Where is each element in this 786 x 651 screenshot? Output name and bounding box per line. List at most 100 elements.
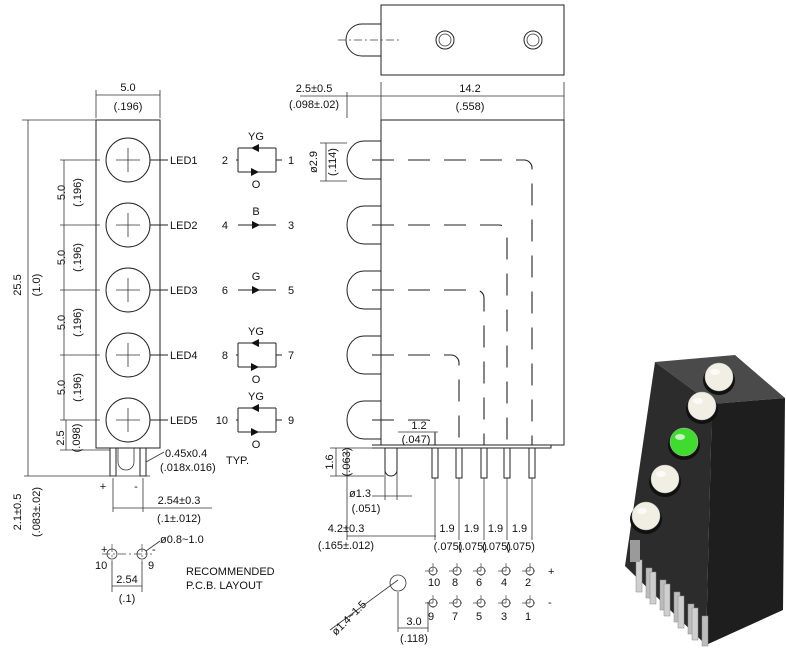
front-offset: 2.5 (55, 430, 67, 445)
front-led-label: LED5 (170, 415, 198, 427)
schematic-pin-left: 4 (222, 220, 228, 232)
render-pin (677, 595, 685, 629)
side-lens-2 (346, 205, 381, 245)
side-light-path (372, 354, 460, 445)
row-pitch-in: (.075) (482, 541, 511, 553)
pcb-pin-left: 10 (95, 560, 107, 572)
pcb-side-pitch: 3.0 (406, 616, 421, 628)
front-led-label: LED1 (170, 155, 198, 167)
side-light-path (372, 159, 533, 445)
pcb-side-pin-top: 4 (501, 577, 507, 589)
side-pin (431, 447, 439, 479)
side-pin (455, 447, 463, 479)
schematic-pin-right: 9 (288, 415, 294, 427)
side-offset: 2.5±0.5 (296, 83, 333, 95)
pcb-side-hole: ø1.4~1.5 (330, 599, 369, 638)
render-pin (649, 571, 657, 605)
side-light-path (372, 224, 508, 445)
front-led-label: LED4 (170, 350, 198, 362)
schematic-led-arrow-top (251, 144, 259, 152)
pcb-side-plus: + (548, 566, 554, 578)
pcb-side-pin-bottom: 5 (476, 611, 482, 623)
render-led-highlight (656, 471, 666, 477)
side-pin (503, 447, 511, 479)
pitch-value: 5.0 (56, 250, 68, 265)
schematic-color-top: YG (248, 391, 264, 403)
side-light-path (372, 289, 485, 445)
render-led-highlight (675, 434, 685, 440)
lead-pitch-in: (.1±.012) (157, 513, 201, 525)
pitch-value-in: (.196) (72, 373, 84, 402)
pcb-side-pin-bottom: 3 (501, 611, 507, 623)
schematic-led-arrow-bottom (251, 428, 259, 436)
pcb-side-pin-top: 10 (428, 577, 440, 589)
render-led-highlight (637, 508, 647, 514)
front-height: 25.5 (12, 274, 24, 295)
side-pin (480, 447, 488, 479)
row-pitch: 1.9 (439, 523, 454, 535)
pcb-pin-right: 9 (148, 560, 154, 572)
lead-size-typ: TYP. (226, 455, 249, 467)
boss-pos-in: (.165±.012) (318, 540, 374, 552)
render-pin (663, 583, 671, 617)
led-array-render (625, 355, 785, 647)
side-lens-4 (346, 335, 381, 375)
boss-dia: ø1.3 (349, 488, 371, 500)
schematic-color: G (252, 271, 261, 283)
pitch-value: 5.0 (56, 380, 68, 395)
schematic-pin-left: 8 (222, 350, 228, 362)
schematic-dual-wire (237, 407, 282, 433)
row-pitch-in: (.075) (458, 541, 487, 553)
pitch-value-in: (.196) (72, 243, 84, 272)
row-pitch: 1.9 (488, 523, 503, 535)
render-led-highlight (693, 398, 703, 404)
render-pin (691, 607, 699, 641)
boss-pos: 4.2±0.3 (328, 523, 365, 535)
schematic-led-arrow (252, 286, 260, 294)
front-minus: - (134, 481, 138, 493)
row-pitch: 1.9 (464, 523, 479, 535)
row-pitch: 1.9 (512, 523, 527, 535)
schematic-pin-right: 7 (288, 350, 294, 362)
row-pitch-in: (.075) (434, 541, 463, 553)
pcb-minus: - (152, 544, 156, 556)
pin-height: 1.6 (324, 454, 336, 469)
pcb-layout-front: + - 10 9 ø0.8~1.0 2.54 (.1) RECOMMENDED … (95, 534, 275, 605)
schematic-pin-right: 5 (288, 285, 294, 297)
lead-pitch: 2.54±0.3 (158, 495, 201, 507)
pitch-value: 5.0 (56, 315, 68, 330)
render-led-4 (650, 464, 680, 494)
render-pin (701, 615, 709, 647)
standoff: 1.2 (411, 420, 426, 432)
pcb-side-pin-bottom: 7 (452, 611, 458, 623)
schematic-led-arrow-top (251, 404, 259, 412)
schematic-dual-wire (237, 342, 282, 368)
lead-size-in: (.018x.016) (160, 462, 216, 474)
pcb-side-pin-top: 6 (476, 577, 482, 589)
schematic-led-arrow-top (251, 339, 259, 347)
pcb-title-2: P.C.B. LAYOUT (186, 580, 263, 592)
side-lens-5 (346, 400, 381, 440)
pcb-title-1: RECOMMENDED (186, 566, 275, 578)
side-lens-3 (346, 270, 381, 310)
schematic-color-bottom: O (252, 179, 261, 191)
side-depth: 14.2 (459, 83, 480, 95)
standoff-in: (.047) (402, 434, 431, 446)
side-offset-in: (.098±.02) (289, 99, 339, 111)
schematic-pin-left: 6 (222, 285, 228, 297)
render-led-1 (704, 362, 734, 392)
schematic-pin-right: 3 (288, 220, 294, 232)
front-led-label: LED3 (170, 285, 198, 297)
render-led-highlight (710, 369, 720, 375)
side-lens-1 (346, 140, 381, 180)
front-plus: + (100, 481, 106, 493)
front-width-in: (.196) (114, 101, 143, 113)
render-led-5 (631, 501, 661, 531)
schematic-color-top: YG (248, 326, 264, 338)
pcb-side-pitch-in: (.118) (400, 633, 428, 645)
schematic-color: B (252, 206, 259, 218)
schematic-pin-left: 2 (222, 155, 228, 167)
